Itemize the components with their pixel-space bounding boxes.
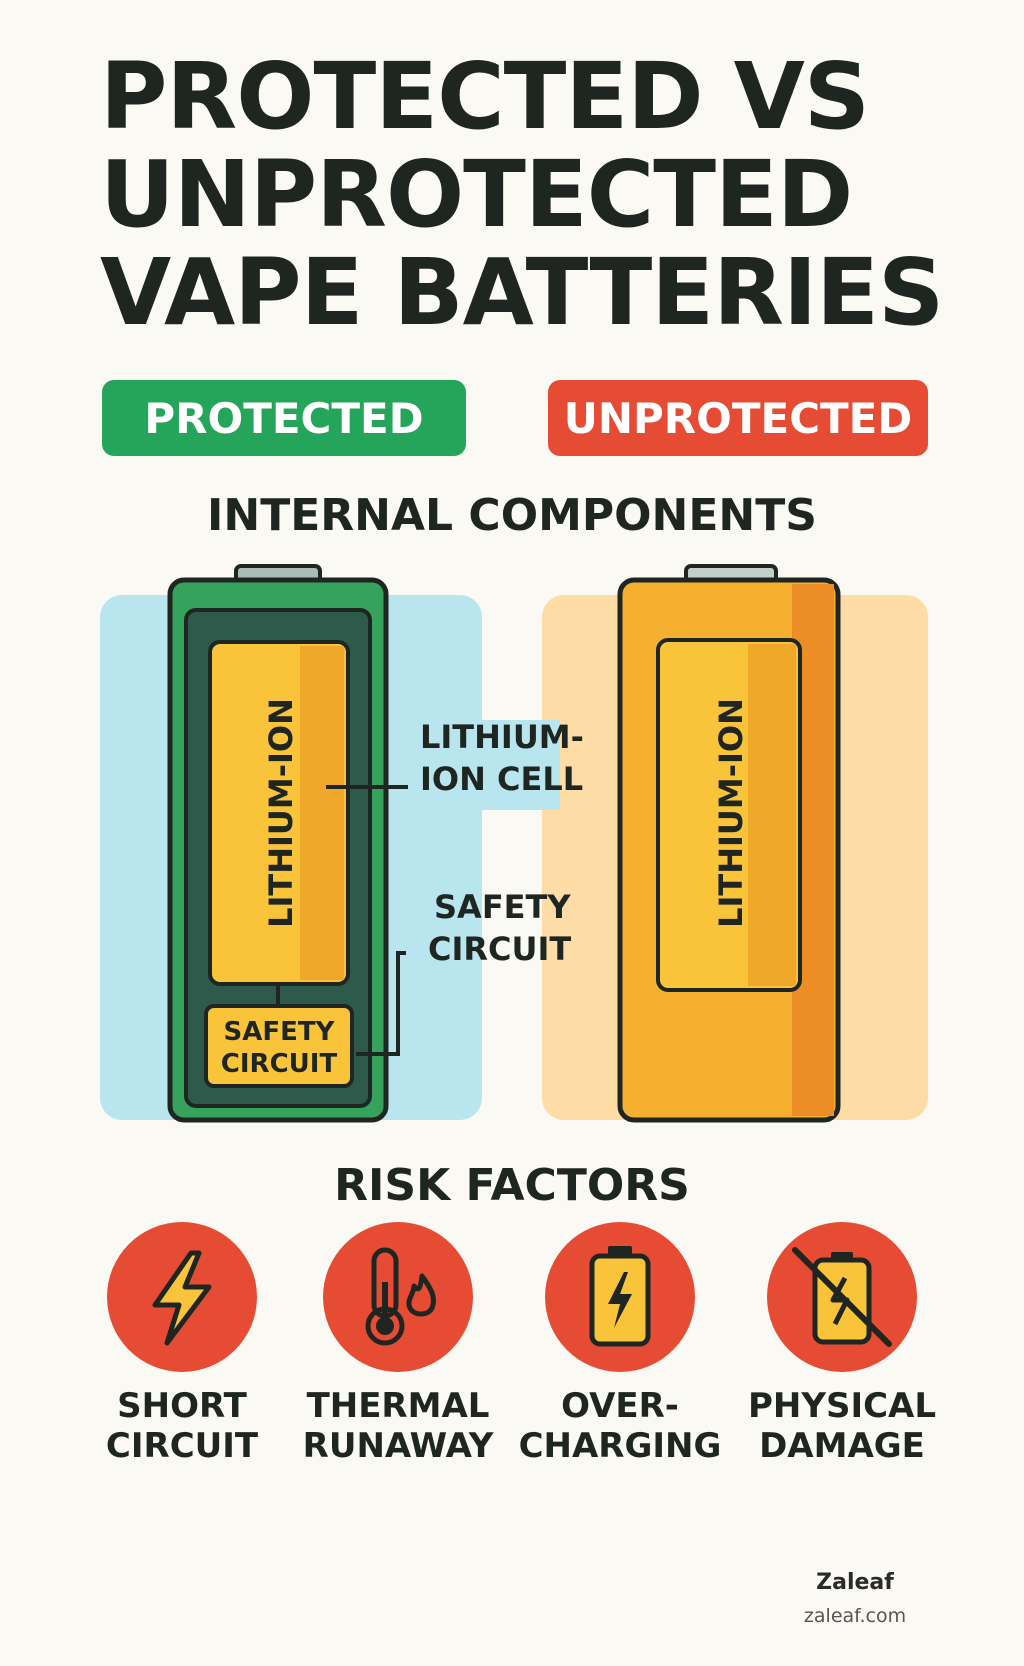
safety-circuit-label-2: CIRCUIT xyxy=(221,1049,338,1079)
risk-label-line-2: RUNAWAY xyxy=(302,1426,494,1466)
risk-label-line-2: DAMAGE xyxy=(759,1426,925,1466)
unprotected-cell-label: LITHIUM-ION xyxy=(712,698,750,928)
callout-circuit-line-1: SAFETY xyxy=(434,888,571,926)
battery-diagram: LITHIUM-ION LITHIUM-ION SAFETY CIRCUIT L… xyxy=(100,564,928,1123)
battery-charging-icon xyxy=(545,1222,695,1372)
protected-battery xyxy=(167,564,389,1123)
risk-label-line-2: CIRCUIT xyxy=(105,1426,259,1466)
risk-label-line-1: SHORT xyxy=(117,1386,247,1426)
protected-cell-label: LITHIUM-ION xyxy=(262,698,300,928)
callout-circuit-line-2: CIRCUIT xyxy=(428,930,571,968)
unprotected-badge: UNPROTECTED xyxy=(548,380,928,456)
brand-name: Zaleaf xyxy=(816,1570,894,1595)
risk-factors-heading: RISK FACTORS xyxy=(334,1160,690,1211)
lightning-icon xyxy=(107,1222,257,1372)
circuit-callout-line xyxy=(356,951,406,1056)
risk-overcharging: OVER- CHARGING xyxy=(510,1222,730,1466)
internal-components-heading: INTERNAL COMPONENTS xyxy=(207,490,817,541)
callout-cell-line-1: LITHIUM- xyxy=(420,718,584,756)
risk-label-line-1: OVER- xyxy=(561,1386,679,1426)
callout-band xyxy=(470,720,560,810)
protected-safety-circuit xyxy=(204,1004,354,1088)
thermometer-flame-icon xyxy=(323,1222,473,1372)
risk-label-line-1: THERMAL xyxy=(306,1386,490,1426)
unprotected-battery xyxy=(617,564,841,1123)
title-line-3: VAPE BATTERIES xyxy=(100,239,944,346)
protected-badge: PROTECTED xyxy=(102,380,466,456)
damaged-battery-icon xyxy=(767,1222,917,1372)
safety-circuit-label-1: SAFETY xyxy=(224,1017,336,1047)
callout-cell-line-2: ION CELL xyxy=(420,760,583,798)
risk-label-line-1: PHYSICAL xyxy=(747,1386,937,1426)
risk-thermal-runaway: THERMAL RUNAWAY xyxy=(288,1222,508,1466)
title-line-1: PROTECTED VS xyxy=(100,43,870,150)
risk-physical-damage: PHYSICAL DAMAGE xyxy=(732,1222,952,1466)
brand-url[interactable]: zaleaf.com xyxy=(803,1605,907,1627)
risk-label-line-2: CHARGING xyxy=(518,1426,722,1466)
risk-short-circuit: SHORT CIRCUIT xyxy=(72,1222,292,1466)
title-line-2: UNPROTECTED xyxy=(100,141,853,248)
page-title: PROTECTED VS UNPROTECTED VAPE BATTERIES xyxy=(100,48,980,342)
